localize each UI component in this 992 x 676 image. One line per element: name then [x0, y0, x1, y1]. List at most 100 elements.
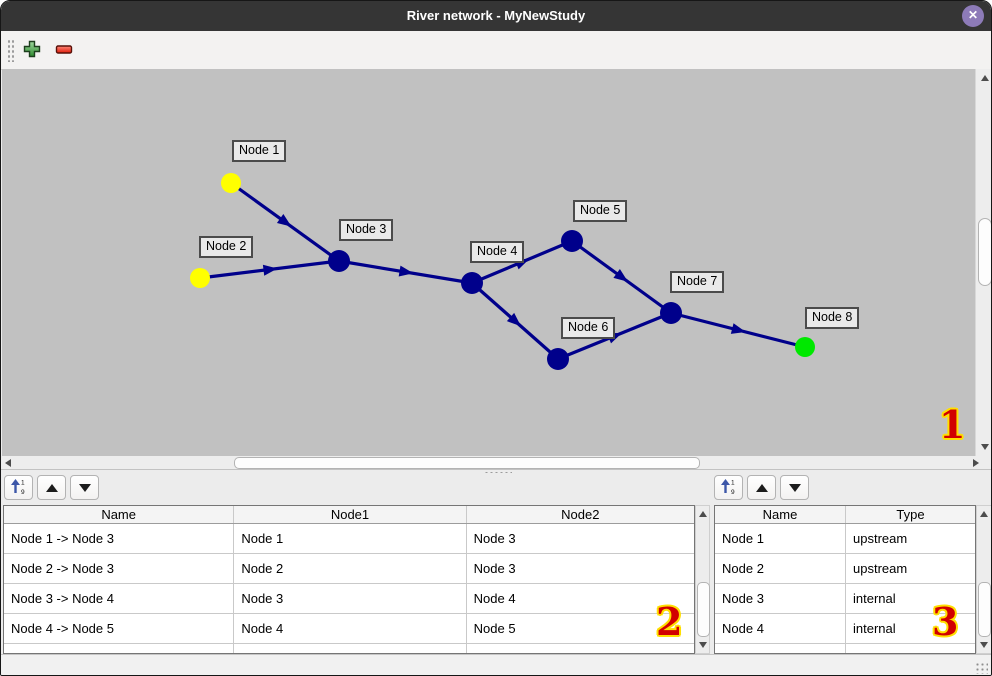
node-circle[interactable]	[547, 348, 569, 370]
svg-text:9: 9	[21, 489, 25, 495]
table-cell[interactable]: Node 3 -> Node 4	[4, 584, 235, 613]
node-label[interactable]: Node 3	[339, 219, 394, 241]
up-arrow-icon	[45, 483, 58, 492]
flow-direction-arrow	[506, 312, 521, 327]
table-cell[interactable]	[715, 644, 846, 653]
vscroll-thumb[interactable]	[978, 218, 991, 286]
nodes-move-up-button[interactable]	[747, 475, 776, 500]
table-cell[interactable]: Node 3	[473, 531, 516, 546]
node-circle[interactable]	[221, 173, 241, 193]
scroll-down-arrow[interactable]	[981, 444, 989, 450]
table-row[interactable]: Node 2 upstream	[715, 554, 975, 584]
node-label[interactable]: Node 7	[670, 271, 725, 293]
node-label[interactable]: Node 5	[573, 200, 628, 222]
flow-direction-arrow	[730, 323, 746, 334]
table-row[interactable]: Node 4 internal	[715, 614, 975, 644]
table-row[interactable]	[4, 644, 694, 653]
table-cell[interactable]: Node 1	[715, 524, 846, 553]
table-vscroll-thumb[interactable]	[697, 582, 710, 637]
table-cell[interactable]: Node 2	[234, 554, 467, 583]
nodes-move-down-button[interactable]	[780, 475, 809, 500]
table-cell[interactable]	[234, 644, 467, 653]
table-cell[interactable]: Node 4 -> Node 5	[4, 614, 235, 643]
down-arrow-icon	[788, 483, 801, 492]
table-cell[interactable]	[4, 644, 235, 653]
table-cell[interactable]: internal	[853, 591, 896, 606]
table-cell[interactable]: upstream	[853, 531, 908, 546]
add-button[interactable]	[20, 38, 44, 62]
node-label[interactable]: Node 2	[199, 236, 254, 258]
node-circle[interactable]	[328, 250, 350, 272]
table-cell[interactable]: Node 1	[234, 524, 467, 553]
window-title: River network - MyNewStudy	[406, 8, 586, 23]
svg-text:9: 9	[731, 489, 735, 495]
table-cell[interactable]: upstream	[853, 561, 908, 576]
node-label[interactable]: Node 6	[561, 317, 616, 339]
status-bar	[1, 654, 991, 675]
node-circle[interactable]	[561, 230, 583, 252]
canvas-hscrollbar[interactable]	[1, 456, 991, 470]
branches-move-up-button[interactable]	[37, 475, 66, 500]
scroll-up-arrow[interactable]	[980, 511, 988, 517]
table-cell[interactable]: Node 3	[715, 584, 846, 613]
table-cell[interactable]: Node 1 -> Node 3	[4, 524, 235, 553]
horizontal-splitter-handle[interactable]	[484, 471, 512, 474]
svg-text:1: 1	[731, 479, 735, 486]
branches-move-down-button[interactable]	[70, 475, 99, 500]
table-row[interactable]	[715, 644, 975, 653]
title-bar: River network - MyNewStudy ✕	[1, 1, 991, 31]
branches-sort-button[interactable]: 1 9	[4, 475, 33, 500]
table-cell[interactable]: internal	[853, 621, 896, 636]
scroll-down-arrow[interactable]	[980, 642, 988, 648]
annotation-number: 3	[932, 599, 959, 644]
up-arrow-icon	[755, 483, 768, 492]
node-circle[interactable]	[795, 337, 815, 357]
scroll-down-arrow[interactable]	[699, 642, 707, 648]
node-circle[interactable]	[461, 272, 483, 294]
remove-button[interactable]	[52, 38, 76, 62]
table-cell[interactable]: Node 4	[473, 591, 516, 606]
node-circle[interactable]	[660, 302, 682, 324]
minus-icon	[55, 44, 73, 54]
nodes-sort-button[interactable]: 1 9	[714, 475, 743, 500]
table-row[interactable]: Node 3 internal	[715, 584, 975, 614]
toolbar-drag-handle[interactable]	[7, 39, 15, 62]
table-cell[interactable]: Node 3	[473, 561, 516, 576]
branches-table-vscrollbar[interactable]	[695, 505, 710, 654]
window-resize-grip[interactable]	[975, 662, 988, 674]
table-cell[interactable]: Node 3	[234, 584, 467, 613]
node-label[interactable]: Node 1	[232, 140, 287, 162]
table-cell[interactable]: Node 4	[234, 614, 467, 643]
scroll-up-arrow[interactable]	[981, 75, 989, 81]
node-label[interactable]: Node 4	[470, 241, 525, 263]
table-cell[interactable]: Node 4	[715, 614, 846, 643]
table-vscroll-thumb[interactable]	[978, 582, 991, 637]
column-header: Type	[896, 507, 925, 522]
table-cell[interactable]: Node 2 -> Node 3	[4, 554, 235, 583]
node-label[interactable]: Node 8	[805, 307, 860, 329]
table-cell[interactable]	[467, 644, 694, 653]
table-cell[interactable]: Node 5	[473, 621, 516, 636]
table-cell[interactable]: Node 2	[715, 554, 846, 583]
table-cell[interactable]	[846, 644, 975, 653]
scroll-left-arrow[interactable]	[5, 459, 11, 467]
annotation-number: 1	[939, 402, 966, 447]
nodes-table-vscrollbar[interactable]	[976, 505, 991, 654]
main-toolbar	[1, 31, 991, 70]
flow-direction-arrow	[398, 265, 414, 277]
close-icon: ✕	[967, 8, 979, 22]
node-circle[interactable]	[190, 268, 210, 288]
canvas-vscrollbar[interactable]	[975, 69, 991, 456]
hscroll-thumb[interactable]	[234, 457, 700, 469]
close-button[interactable]: ✕	[962, 5, 984, 27]
table-row[interactable]: Node 1 upstream	[715, 524, 975, 554]
scroll-up-arrow[interactable]	[699, 511, 707, 517]
scroll-right-arrow[interactable]	[973, 459, 979, 467]
